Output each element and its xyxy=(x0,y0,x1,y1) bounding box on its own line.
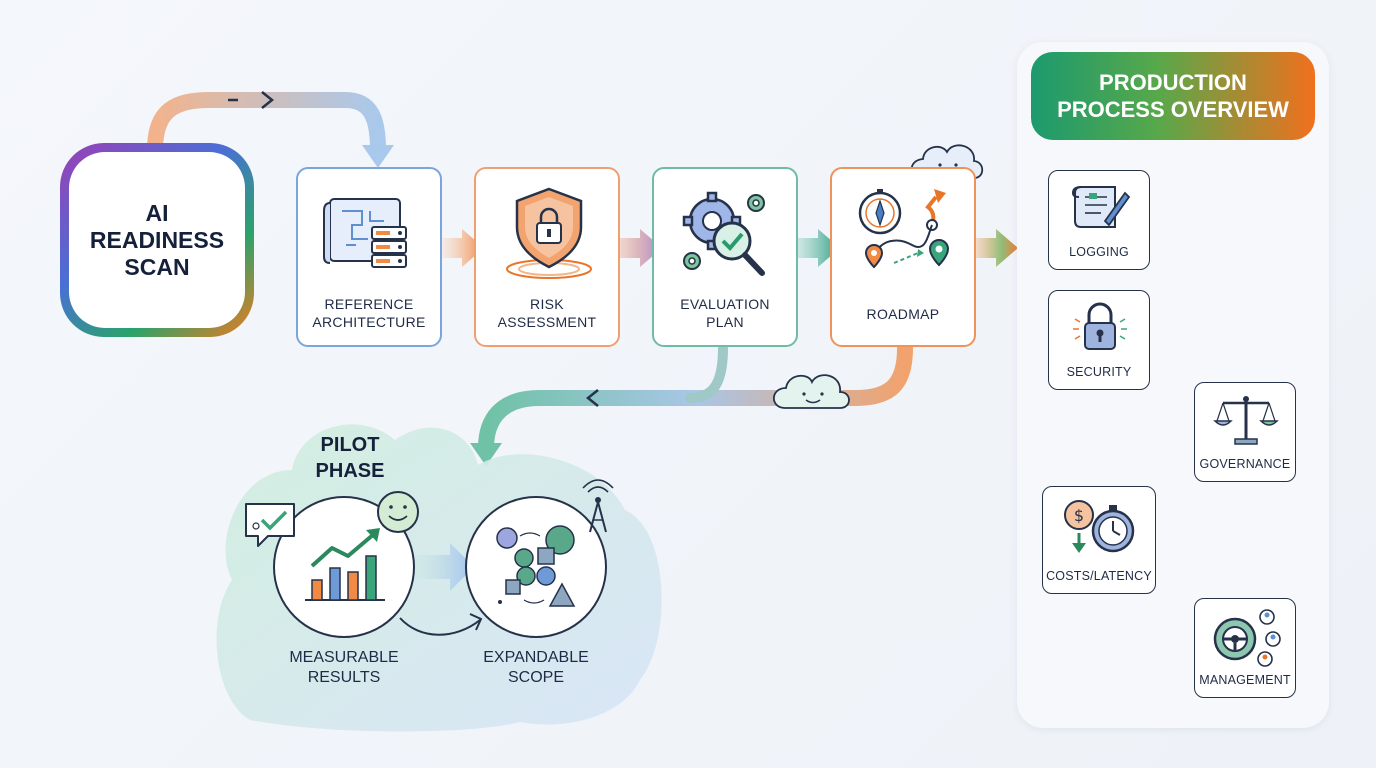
expandable-scope-label: EXPANDABLE SCOPE xyxy=(483,649,589,686)
svg-text:$: $ xyxy=(1074,506,1084,525)
step-roadmap: ROADMAP xyxy=(830,167,976,347)
shield-lock-icon xyxy=(506,187,592,279)
connector-roadmap-to-pilot xyxy=(470,340,913,466)
smiley-face-icon xyxy=(377,491,419,533)
step-label: RISK ASSESSMENT xyxy=(497,296,597,330)
ai-readiness-scan-label: AI READINESS SCAN xyxy=(89,199,225,280)
step-arrows xyxy=(442,229,1018,267)
compass-route-icon xyxy=(858,189,950,269)
blueprint-server-icon xyxy=(323,198,407,268)
bar-chart-trend-icon xyxy=(305,528,385,601)
step-label: EVALUATION PLAN xyxy=(680,296,770,330)
production-item-governance: GOVERNANCE xyxy=(1194,382,1296,482)
step-risk-assessment: RISK ASSESSMENT xyxy=(474,167,620,347)
production-item-management: MANAGEMENT xyxy=(1194,598,1296,698)
connector-scan-to-architecture xyxy=(147,91,394,168)
shapes-network-icon xyxy=(496,525,576,607)
pilot-scope-circle xyxy=(465,496,607,638)
measurable-results-label: MEASURABLE RESULTS xyxy=(289,649,399,686)
ai-readiness-scan: AI READINESS SCAN xyxy=(60,143,254,337)
step-label: ROADMAP xyxy=(866,306,940,322)
step-label: REFERENCE ARCHITECTURE xyxy=(312,296,426,330)
scales-icon xyxy=(1213,396,1279,445)
step-reference-architecture: REFERENCE ARCHITECTURE xyxy=(296,167,442,347)
step-evaluation-plan: EVALUATION PLAN xyxy=(652,167,798,347)
pilot-arrows xyxy=(399,543,483,636)
production-item-costs-latency: $ COSTS/LATENCY xyxy=(1042,486,1156,594)
chat-check-icon xyxy=(245,503,295,547)
production-process-title: PRODUCTION PROCESS OVERVIEW xyxy=(1031,52,1315,140)
pilot-results-circle xyxy=(273,496,415,638)
coin-stopwatch-icon: $ xyxy=(1064,500,1135,553)
antenna-signal-icon xyxy=(582,479,614,533)
steering-wheel-users-icon xyxy=(1213,609,1281,667)
padlock-icon xyxy=(1073,302,1127,350)
scroll-pen-icon xyxy=(1071,186,1131,228)
production-item-logging: LOGGING xyxy=(1048,170,1150,270)
gears-magnifier-icon xyxy=(682,191,765,276)
production-item-security: SECURITY xyxy=(1048,290,1150,390)
cloud-face-icon xyxy=(772,374,850,409)
pilot-phase-title: PILOT PHASE xyxy=(315,434,385,482)
